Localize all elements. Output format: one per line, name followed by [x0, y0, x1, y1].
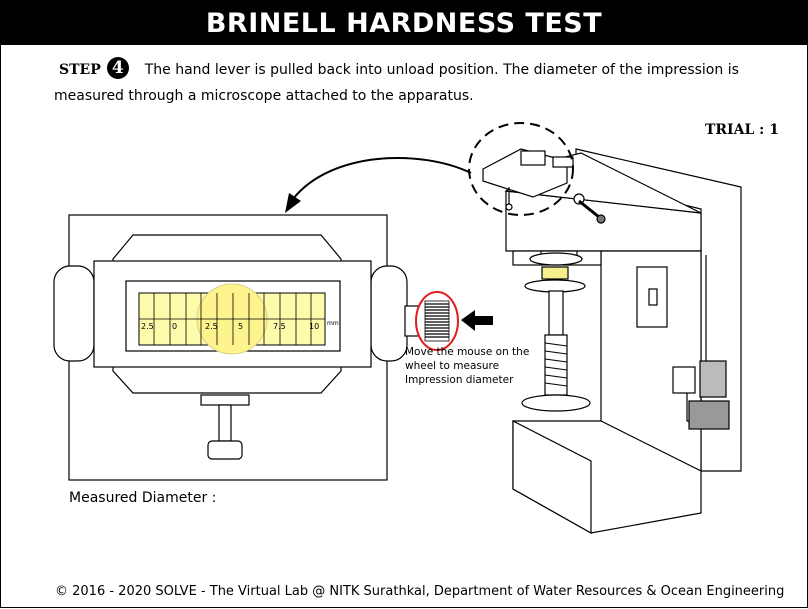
- scale-label: 5: [238, 322, 243, 331]
- highlight-ring: [468, 122, 574, 216]
- page-title: BRINELL HARDNESS TEST: [1, 1, 807, 45]
- arrow-left-icon: [461, 310, 493, 331]
- hardness-tester-machine: [482, 148, 742, 535]
- trial-label: TRIAL : 1: [705, 122, 779, 138]
- measuring-wheel-hotspot[interactable]: [418, 294, 458, 346]
- step-instruction: STEP 4 The hand lever is pulled back into …: [59, 57, 779, 82]
- scale-label: 0: [172, 322, 177, 331]
- measured-diameter-label: Measured Diameter :: [69, 490, 217, 506]
- scale-label: 2.5: [141, 322, 154, 331]
- measured-diameter: Measured Diameter :: [69, 490, 216, 506]
- curved-arrow-icon: [285, 156, 472, 213]
- hint-line: Impression diameter: [405, 374, 514, 386]
- scale-label: 7.5: [273, 322, 286, 331]
- step-text-line2: measured through a microscope attached t…: [54, 88, 474, 104]
- wheel-instruction: Move the mouse on the wheel to measure I…: [405, 345, 550, 387]
- scale-label: 2.5: [205, 322, 218, 331]
- scale-label: 10: [309, 322, 319, 331]
- measurement-scale: 2.5 0 2.5 5 7.5 10 mm: [138, 283, 339, 355]
- scale-unit: mm: [327, 320, 339, 327]
- step-number-badge: 4: [106, 57, 129, 79]
- hint-line: wheel to measure: [405, 360, 500, 372]
- step-text-line1: The hand lever is pulled back into unloa…: [144, 62, 739, 78]
- hint-line: Move the mouse on the: [405, 346, 530, 358]
- measuring-wheel[interactable]: [415, 291, 459, 351]
- footer-copyright: © 2016 - 2020 SOLVE - The Virtual Lab @ …: [55, 584, 785, 599]
- step-label: STEP: [59, 62, 101, 78]
